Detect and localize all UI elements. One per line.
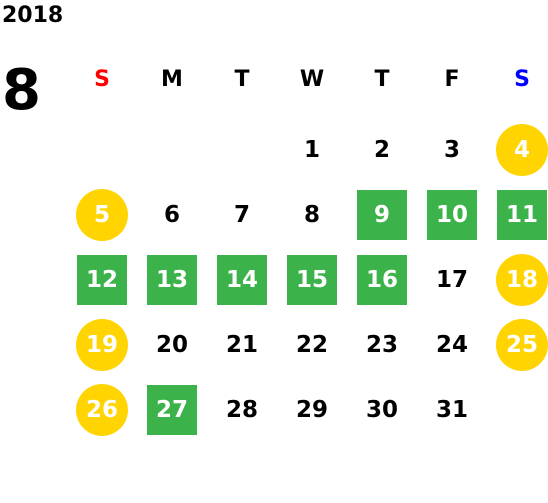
weekday-header-thu: T: [374, 67, 390, 92]
day-cell-14[interactable]: 14: [217, 255, 267, 305]
day-cell-18[interactable]: 18: [496, 254, 548, 306]
day-cell-17[interactable]: 17: [435, 267, 468, 293]
day-cell-11[interactable]: 11: [497, 190, 547, 240]
day-cell-15[interactable]: 15: [287, 255, 337, 305]
day-cell-10[interactable]: 10: [427, 190, 477, 240]
day-cell-21[interactable]: 21: [225, 332, 258, 358]
day-cell-22[interactable]: 22: [295, 332, 328, 358]
day-cell-13[interactable]: 13: [147, 255, 197, 305]
day-cell-27[interactable]: 27: [147, 385, 197, 435]
day-cell-7[interactable]: 7: [233, 202, 250, 228]
weekday-header-tue: T: [234, 67, 250, 92]
weekday-header-fri: F: [444, 67, 460, 92]
day-cell-16[interactable]: 16: [357, 255, 407, 305]
weekday-header-sat: S: [514, 67, 530, 92]
day-cell-31[interactable]: 31: [435, 397, 468, 423]
day-cell-30[interactable]: 30: [365, 397, 398, 423]
weekday-header-wed: W: [299, 67, 325, 92]
day-cell-6[interactable]: 6: [163, 202, 180, 228]
day-cell-29[interactable]: 29: [295, 397, 328, 423]
day-cell-28[interactable]: 28: [225, 397, 258, 423]
calendar-month: 8: [2, 58, 41, 123]
day-cell-2[interactable]: 2: [373, 137, 390, 163]
day-cell-24[interactable]: 24: [435, 332, 468, 358]
day-cell-9[interactable]: 9: [357, 190, 407, 240]
day-cell-3[interactable]: 3: [443, 137, 460, 163]
day-cell-12[interactable]: 12: [77, 255, 127, 305]
day-cell-5[interactable]: 5: [76, 189, 128, 241]
day-cell-19[interactable]: 19: [76, 319, 128, 371]
weekday-header-mon: M: [161, 67, 183, 92]
day-cell-26[interactable]: 26: [76, 384, 128, 436]
day-cell-4[interactable]: 4: [496, 124, 548, 176]
day-cell-1[interactable]: 1: [303, 137, 320, 163]
day-cell-25[interactable]: 25: [496, 319, 548, 371]
calendar-year: 2018: [2, 3, 64, 28]
day-cell-23[interactable]: 23: [365, 332, 398, 358]
day-cell-8[interactable]: 8: [303, 202, 320, 228]
day-cell-20[interactable]: 20: [155, 332, 188, 358]
weekday-header-sun: S: [94, 67, 110, 92]
